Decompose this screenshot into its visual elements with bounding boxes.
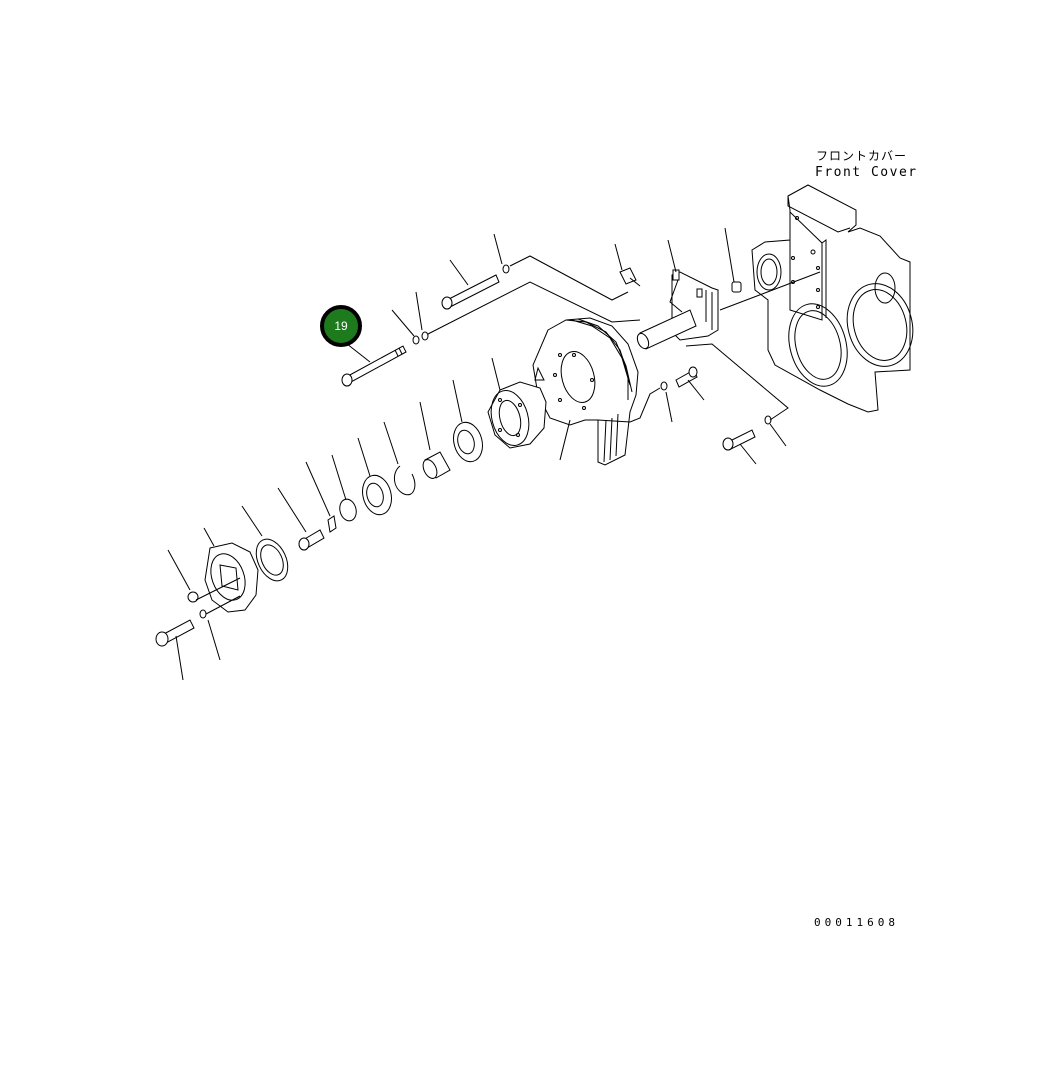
washer[interactable] xyxy=(199,609,207,619)
bolt-right-small[interactable] xyxy=(675,366,698,388)
drawing-number: 00011608 xyxy=(814,916,899,929)
pulley[interactable] xyxy=(532,317,639,466)
flange[interactable] xyxy=(204,542,259,613)
leader-lines xyxy=(167,227,787,681)
washer-lower[interactable] xyxy=(764,415,772,425)
plug[interactable] xyxy=(731,281,742,293)
washer-c[interactable] xyxy=(502,264,510,274)
callout-number: 19 xyxy=(334,319,348,333)
assembly-lines xyxy=(195,255,821,615)
bolt-medium[interactable] xyxy=(441,274,500,310)
bolt-right-lower[interactable] xyxy=(722,429,756,451)
spacer[interactable] xyxy=(420,451,451,481)
grease-fitting[interactable] xyxy=(619,267,641,287)
bolt-lower[interactable] xyxy=(155,619,195,647)
bolt-long[interactable] xyxy=(341,345,407,387)
bearing-outer[interactable] xyxy=(449,419,486,465)
washer-a[interactable] xyxy=(412,335,420,345)
snap-ring[interactable] xyxy=(394,465,416,496)
bearing-inner[interactable] xyxy=(358,472,395,518)
callout-19-badge[interactable]: 19 xyxy=(320,305,362,347)
front-cover-label-en: Front Cover xyxy=(815,165,918,180)
nut[interactable] xyxy=(187,591,199,603)
hub[interactable] xyxy=(485,381,547,450)
gasket[interactable] xyxy=(250,534,294,586)
lock-plate[interactable] xyxy=(327,515,337,533)
front-cover-label-jp: フロントカバー xyxy=(816,149,908,163)
washer-b[interactable] xyxy=(421,331,429,341)
front-cover[interactable] xyxy=(751,184,922,413)
washer-d[interactable] xyxy=(660,381,668,391)
shaft[interactable] xyxy=(635,309,697,350)
washer-plate[interactable] xyxy=(337,497,358,522)
bolt-small[interactable] xyxy=(298,529,325,551)
